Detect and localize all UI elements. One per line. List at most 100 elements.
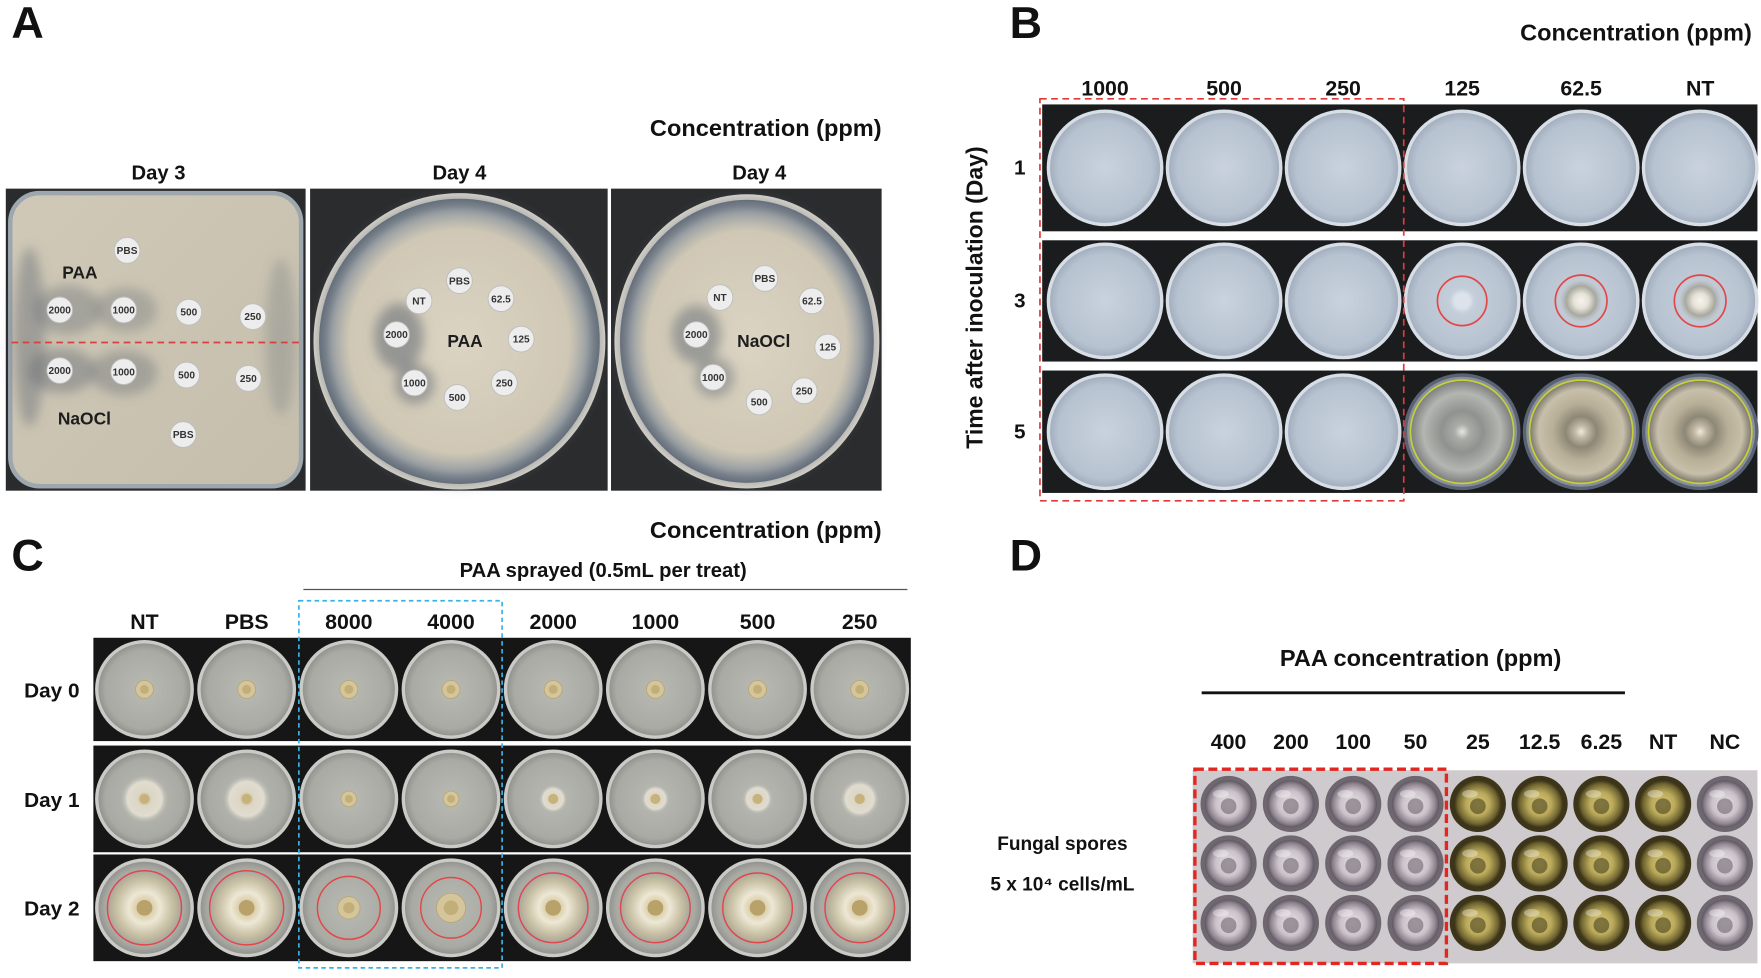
- column-label: 1000: [632, 610, 679, 634]
- growth-ring: [316, 875, 382, 940]
- paper-disc: PBS: [446, 267, 473, 295]
- paper-disc: 500: [443, 384, 471, 411]
- growth-ring: [824, 872, 896, 944]
- well-bottom: [1407, 917, 1424, 934]
- well-highlight: [1709, 789, 1725, 798]
- disc-label: 1000: [702, 373, 725, 384]
- paper-disc: NT: [405, 287, 433, 315]
- colony-center: [447, 794, 455, 803]
- well-highlight: [1399, 789, 1416, 798]
- disc-paper: [239, 303, 267, 331]
- well: [1387, 835, 1444, 892]
- disc-label: 2000: [48, 305, 71, 316]
- growth-ring: [1436, 275, 1488, 327]
- paper-disc: 2000: [46, 296, 74, 324]
- well-bottom: [1345, 857, 1362, 874]
- disc-paper: [46, 296, 74, 324]
- well-bottom: [1655, 857, 1671, 874]
- panel-letter-b: B: [1010, 0, 1042, 48]
- column-label: 200: [1273, 730, 1309, 754]
- growth-ring: [106, 870, 183, 946]
- column-label: 50: [1404, 730, 1428, 754]
- petri-plate: [197, 640, 297, 739]
- petri-plate: [1522, 373, 1640, 491]
- concentration-label: Concentration (ppm): [1520, 19, 1752, 45]
- plate-agar: [1169, 112, 1280, 223]
- concentration-label: Concentration (ppm): [650, 115, 882, 141]
- growth-ring: [208, 870, 285, 946]
- disc-label: PBS: [117, 246, 138, 257]
- column-label: NT: [130, 610, 158, 634]
- well: [1511, 894, 1568, 952]
- plate-agar: [1407, 112, 1518, 223]
- well-bottom: [1469, 857, 1486, 874]
- petri-plate: [708, 749, 807, 849]
- well: [1511, 835, 1568, 892]
- colony-center: [139, 684, 149, 694]
- fungal-colony: [1410, 380, 1514, 484]
- disc-label: 250: [240, 374, 257, 385]
- disc-paper: [798, 287, 826, 315]
- disc-label: PBS: [754, 274, 775, 285]
- petri-plate: [503, 749, 603, 849]
- petri-plate: [1522, 109, 1640, 227]
- plate-agar: [1288, 112, 1399, 223]
- well-highlight: [1212, 789, 1229, 798]
- disc-label: 1000: [403, 378, 426, 389]
- well-highlight: [1523, 849, 1540, 858]
- petri-plate: [1165, 242, 1283, 360]
- petri-plate: [1284, 373, 1402, 491]
- petri-plate: [95, 858, 194, 958]
- disc-paper: [169, 421, 197, 448]
- disc-paper: [751, 265, 779, 292]
- well-bottom: [1593, 917, 1610, 934]
- well: [1573, 775, 1630, 833]
- well-highlight: [1523, 908, 1540, 917]
- disc-label: 500: [449, 393, 466, 404]
- colony-center: [752, 793, 763, 804]
- disc-paper: [175, 298, 203, 326]
- disc-paper: [443, 384, 471, 411]
- well: [1325, 835, 1382, 892]
- petri-plate: [299, 640, 399, 739]
- well-bottom: [1283, 798, 1299, 815]
- disc-label: PBS: [173, 430, 194, 441]
- growth-ring: [1673, 274, 1727, 328]
- disc-paper: [46, 357, 74, 384]
- plate-agar: [1526, 112, 1637, 223]
- well: [1325, 894, 1382, 952]
- disc-paper: [446, 267, 473, 295]
- well-highlight: [1585, 849, 1602, 858]
- colony-center: [545, 899, 562, 916]
- well-highlight: [1212, 908, 1229, 917]
- colony-center: [749, 899, 766, 916]
- paper-disc: 2000: [46, 357, 74, 384]
- well: [1200, 894, 1257, 952]
- petri-plate: [1522, 242, 1640, 360]
- column-label: 250: [1325, 76, 1361, 100]
- colony-center: [548, 793, 559, 804]
- fungal-colony: [1529, 380, 1633, 484]
- growth-ring: [722, 872, 794, 944]
- well-highlight: [1275, 789, 1291, 798]
- treatment-label: NaOCl: [737, 331, 790, 351]
- plate-agar: [1288, 376, 1399, 487]
- well-bottom: [1345, 798, 1362, 815]
- disc-paper: [234, 365, 262, 392]
- colony-center: [136, 899, 153, 916]
- plate-agar: [8, 190, 304, 489]
- disc-paper: [790, 377, 818, 405]
- colony-center: [343, 902, 355, 914]
- growth-ring: [517, 872, 589, 944]
- well-highlight: [1585, 789, 1602, 798]
- paper-disc: NT: [706, 284, 734, 311]
- fungal-colony: [1648, 380, 1752, 484]
- well: [1635, 775, 1692, 833]
- disc-label: 2000: [685, 330, 708, 341]
- well: [1449, 835, 1506, 892]
- well-highlight: [1647, 789, 1664, 798]
